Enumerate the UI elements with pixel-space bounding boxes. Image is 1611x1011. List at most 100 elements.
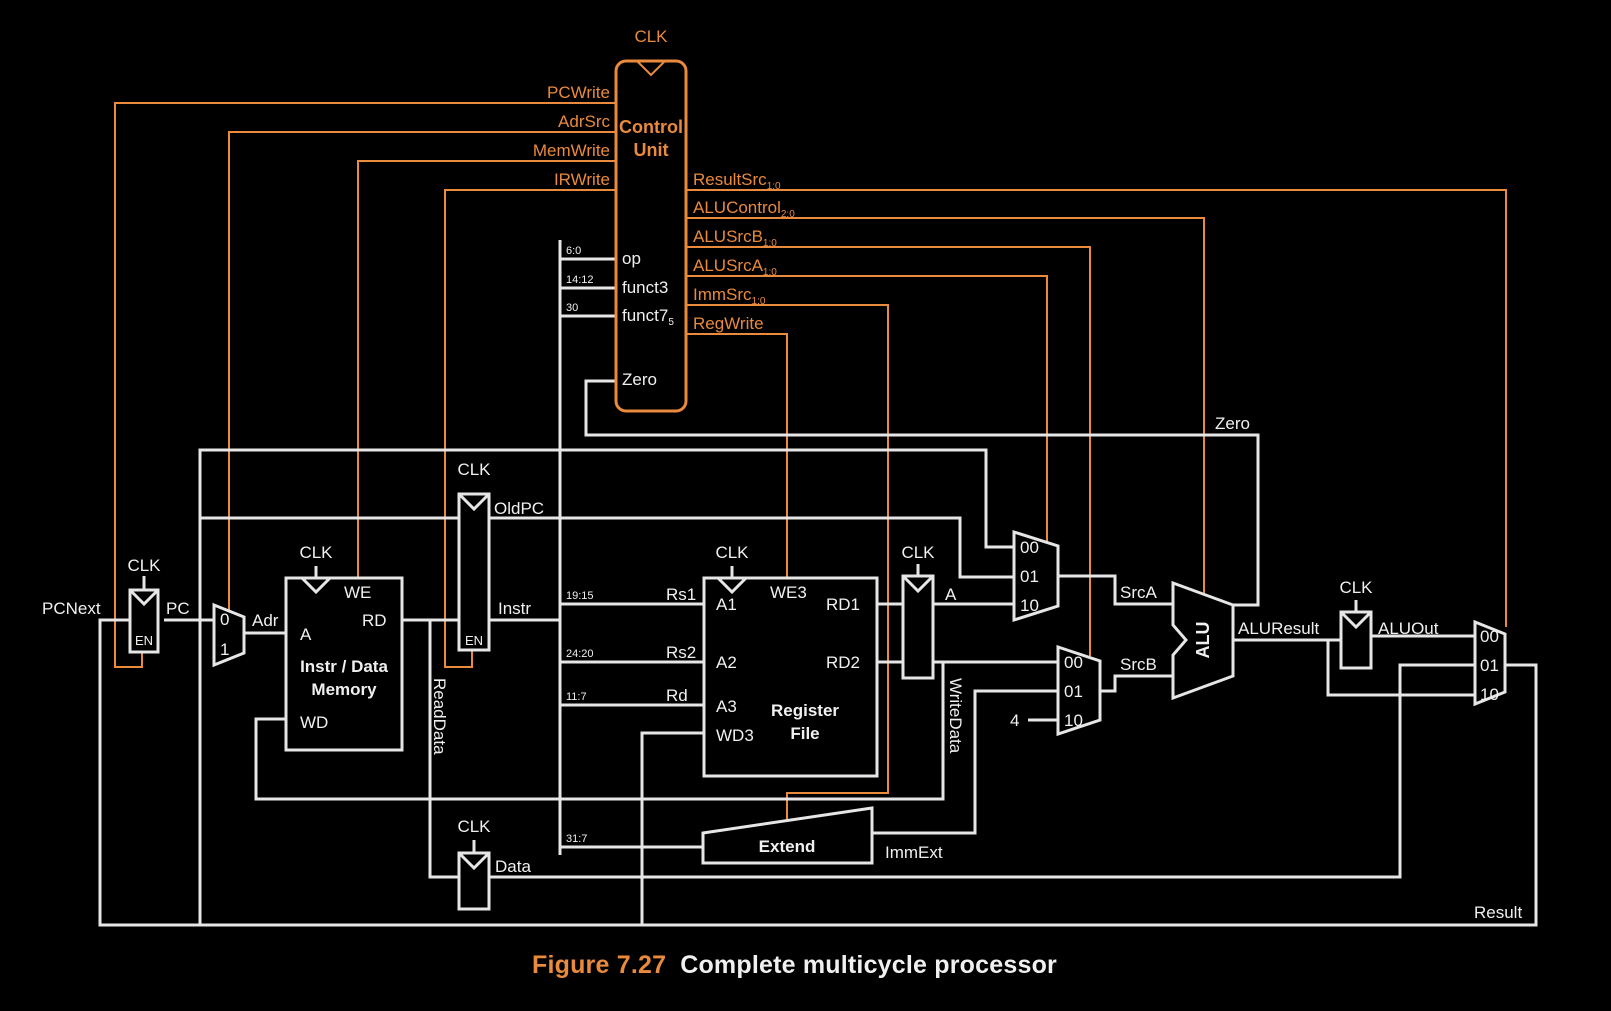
data-register: CLK Data — [457, 817, 531, 911]
regfile-we3-label: WE3 — [770, 583, 807, 602]
data-reg-clk-label: CLK — [457, 817, 491, 836]
aluout-label: ALUOut — [1378, 619, 1439, 638]
figure-number: Figure 7.27 — [532, 951, 667, 979]
pcnext-label: PCNext — [42, 599, 101, 618]
writedata-label: WriteData — [946, 678, 965, 754]
adr-mux: 0 1 Adr — [212, 602, 279, 668]
memory-we-label: WE — [344, 583, 371, 602]
srcb-mux-in2: 10 — [1064, 711, 1083, 730]
zero-input-label: Zero — [622, 370, 657, 389]
op-label: op — [622, 249, 641, 268]
readdata-label: ReadData — [430, 678, 449, 755]
memory-rd-label: RD — [362, 611, 387, 630]
regfile-a1-label: A1 — [716, 595, 737, 614]
adrsrc-label: AdrSrc — [558, 112, 610, 131]
result-mux-shape — [1473, 619, 1507, 707]
instr-data-memory: CLK WE A RD WD Instr / Data Memory ReadD… — [284, 543, 449, 755]
rs1-label: Rs1 — [666, 585, 696, 604]
bitfield-6-0: 6:0 — [566, 245, 581, 257]
srcb-label: SrcB — [1120, 655, 1157, 674]
srcb-mux-shape — [1056, 644, 1102, 737]
result-mux-in1: 01 — [1480, 656, 1499, 675]
aluout-clk-label: CLK — [1339, 578, 1373, 597]
bitfield-31-7: 31:7 — [566, 833, 587, 845]
result-mux-in0: 00 — [1480, 627, 1499, 646]
adr-mux-in1: 1 — [220, 640, 229, 659]
memory-clk-label: CLK — [299, 543, 333, 562]
control-wires — [114, 102, 1507, 823]
adr-label: Adr — [252, 611, 279, 630]
bitfield-30: 30 — [566, 302, 578, 314]
memory-wd-label: WD — [300, 713, 328, 732]
a-writedata-register: CLK A WriteData — [901, 543, 965, 754]
bitfield-24-20: 24:20 — [566, 648, 594, 660]
regfile-title-2: File — [790, 724, 819, 743]
pc-en-label: EN — [135, 633, 153, 648]
data-register-box — [457, 851, 491, 911]
rs2-label: Rs2 — [666, 643, 696, 662]
regfile-rd2-label: RD2 — [826, 653, 860, 672]
alu-label: ALU — [1193, 622, 1213, 659]
memory-title-1: Instr / Data — [300, 657, 388, 676]
bitfield-11-7: 11:7 — [566, 691, 587, 703]
data-label: Data — [495, 857, 531, 876]
adr-mux-shape — [212, 602, 246, 668]
register-file: CLK WE3 A1 A2 A3 WD3 RD1 RD2 Register Fi… — [666, 543, 879, 778]
extend-label: Extend — [759, 837, 816, 856]
figure-title: Complete multicycle processor — [680, 951, 1057, 979]
bitfield-19-15: 19:15 — [566, 590, 594, 602]
srca-mux: 00 01 10 SrcA — [1012, 529, 1158, 623]
alu-shape — [1171, 580, 1235, 701]
result-mux: 00 01 10 Result — [1473, 619, 1522, 922]
alu: ALU ALUResult Zero — [1171, 414, 1320, 701]
memwrite-label: MemWrite — [533, 141, 610, 160]
regfile-a3-label: A3 — [716, 697, 737, 716]
immsrc-label: ImmSrc1:0 — [693, 285, 766, 307]
register-file-box — [702, 576, 879, 778]
srcb-mux-in0: 00 — [1064, 653, 1083, 672]
pc-clk-label: CLK — [127, 556, 161, 575]
extend-shape — [701, 806, 874, 865]
alusrca-label: ALUSrcA1:0 — [693, 256, 777, 278]
aluout-register-box — [1339, 610, 1373, 670]
regfile-a2-label: A2 — [716, 653, 737, 672]
instr-label: Instr — [498, 599, 531, 618]
srca-label: SrcA — [1120, 583, 1158, 602]
alucontrol-label: ALUControl2:0 — [693, 198, 795, 220]
memory-box — [284, 576, 404, 752]
result-mux-in2: 10 — [1480, 685, 1499, 704]
const-4-label: 4 — [1010, 711, 1019, 730]
result-label: Result — [1474, 903, 1522, 922]
funct3-label: funct3 — [622, 278, 668, 297]
instr-register: CLK EN OldPC Instr — [457, 460, 544, 652]
adr-mux-in0: 0 — [220, 610, 229, 629]
extend-unit: Extend ImmExt — [701, 806, 943, 865]
regfile-rd1-label: RD1 — [826, 595, 860, 614]
srca-mux-in1: 01 — [1020, 567, 1039, 586]
funct7-label: funct75 — [622, 306, 674, 328]
figure-caption: Figure 7.27 Complete multicycle processor — [532, 951, 1057, 980]
pc-register: CLK EN PCNext PC — [42, 556, 190, 654]
control-clk-label: CLK — [634, 27, 668, 46]
control-title-1: Control — [619, 117, 683, 137]
memory-title-2: Memory — [311, 680, 377, 699]
instr-register-box — [457, 492, 491, 652]
regfile-title-1: Register — [771, 701, 839, 720]
srcb-mux: 00 01 10 SrcB 4 — [1010, 644, 1157, 737]
aluout-register: CLK ALUOut — [1339, 578, 1439, 670]
aluresult-label: ALUResult — [1238, 619, 1320, 638]
srca-mux-in2: 10 — [1020, 596, 1039, 615]
bit-field-labels: 6:0 14:12 30 19:15 24:20 11:7 31:7 — [566, 245, 594, 845]
ab-reg-clk-label: CLK — [901, 543, 935, 562]
regfile-clk-label: CLK — [715, 543, 749, 562]
pc-register-box — [128, 588, 160, 654]
instr-reg-clk-label: CLK — [457, 460, 491, 479]
srcb-mux-in1: 01 — [1064, 682, 1083, 701]
datapath-wires — [98, 240, 1538, 927]
srca-mux-shape — [1012, 529, 1060, 623]
control-unit-box — [614, 59, 688, 413]
resultsrc-label: ResultSrc1:0 — [693, 170, 781, 192]
instr-reg-en-label: EN — [465, 633, 483, 648]
regfile-wd3-label: WD3 — [716, 726, 754, 745]
